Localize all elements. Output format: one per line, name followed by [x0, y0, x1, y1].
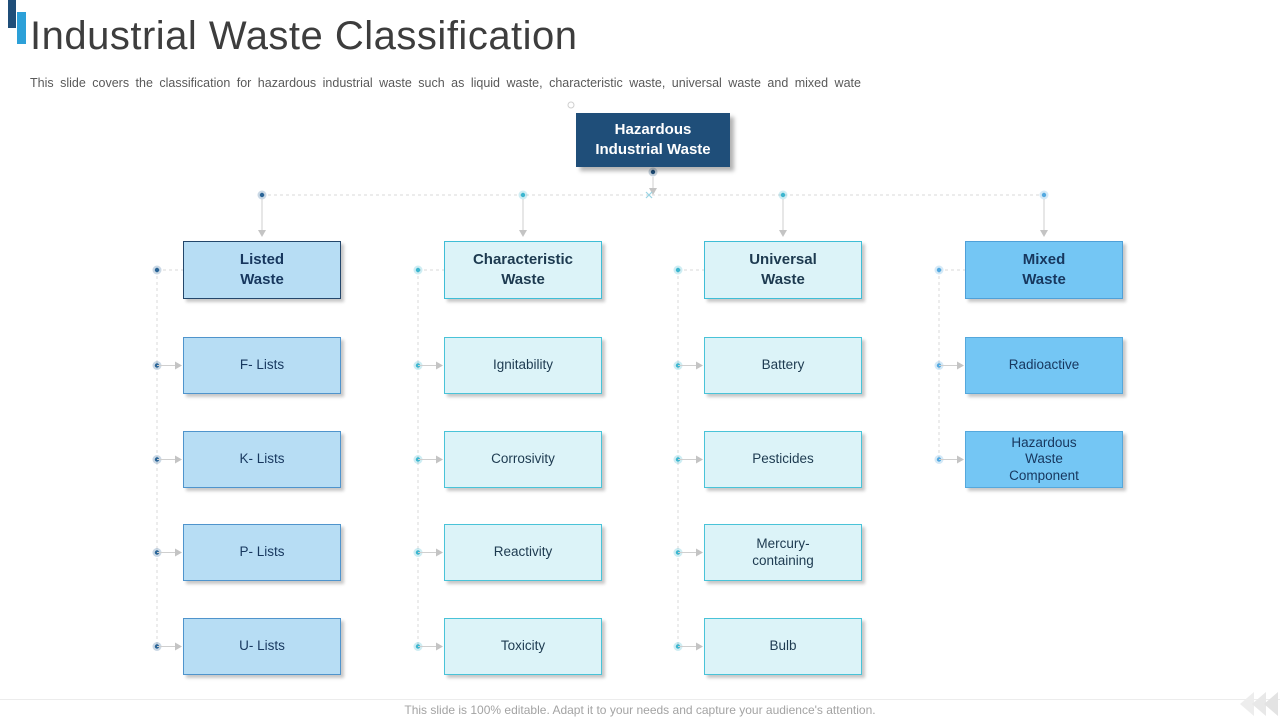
child-node[interactable]: Bulb: [704, 618, 862, 675]
chevron-left-icon: [1252, 692, 1266, 716]
connector-dot-halo: [518, 190, 528, 200]
arrowhead-right-icon: [436, 548, 443, 557]
connector-dot-halo: [152, 642, 162, 651]
arrowhead-right-icon: [696, 361, 703, 370]
child-node[interactable]: P- Lists: [183, 524, 341, 581]
connection-marker: [567, 101, 575, 109]
arrowhead-right-icon: [436, 455, 443, 464]
child-node[interactable]: F- Lists: [183, 337, 341, 394]
connector-dot: [415, 644, 421, 649]
connector-dot: [415, 363, 421, 368]
connector-dot-halo: [152, 361, 162, 370]
connector-dot: [675, 644, 681, 649]
connector-dot: [154, 550, 160, 555]
arrowhead-down-icon: [779, 230, 787, 237]
connector-dot-halo: [673, 361, 683, 370]
arrowhead-right-icon: [696, 642, 703, 651]
connector-dot: [675, 363, 681, 368]
connector-dot: [415, 550, 421, 555]
connector-dot: [780, 192, 786, 198]
child-node[interactable]: Ignitability: [444, 337, 602, 394]
connector-dot: [650, 169, 656, 175]
connector-dot: [154, 363, 160, 368]
connector-dot-halo: [152, 455, 162, 464]
connector-dot-halo: [934, 361, 944, 370]
connector-dot-halo: [778, 190, 788, 200]
connector-dot: [675, 267, 681, 273]
arrowhead-down-icon: [649, 188, 657, 195]
connector-dot: [520, 192, 526, 198]
arrowhead-right-icon: [436, 642, 443, 651]
connector-dot: [675, 457, 681, 462]
root-node-hazardous-industrial-waste[interactable]: Hazardous Industrial Waste: [576, 113, 730, 167]
arrowhead-down-icon: [258, 230, 266, 237]
arrowhead-down-icon: [519, 230, 527, 237]
connector-dot-halo: [648, 167, 658, 177]
connector-dot-halo: [673, 642, 683, 651]
child-node[interactable]: K- Lists: [183, 431, 341, 488]
connector-dot-halo: [673, 455, 683, 464]
connector-dot-halo: [934, 265, 944, 275]
child-node[interactable]: Hazardous Waste Component: [965, 431, 1123, 488]
page-title: Industrial Waste Classification: [30, 14, 578, 58]
connector-dot: [415, 267, 421, 273]
arrowhead-down-icon: [1040, 230, 1048, 237]
connector-dot-halo: [934, 455, 944, 464]
arrowhead-right-icon: [696, 455, 703, 464]
child-node[interactable]: Radioactive: [965, 337, 1123, 394]
connector-dot: [415, 457, 421, 462]
connector-dot-halo: [673, 548, 683, 557]
connector-dot: [675, 550, 681, 555]
chevron-left-icon: [1264, 692, 1278, 716]
child-node[interactable]: Battery: [704, 337, 862, 394]
column-header-node[interactable]: Listed Waste: [183, 241, 341, 299]
connector-dot-halo: [673, 265, 683, 275]
connector-dot-halo: [413, 642, 423, 651]
child-node[interactable]: Pesticides: [704, 431, 862, 488]
connector-dot: [154, 457, 160, 462]
child-node[interactable]: Toxicity: [444, 618, 602, 675]
accent-bar-light: [17, 12, 26, 44]
arrowhead-right-icon: [175, 642, 182, 651]
footer-divider: [0, 699, 1280, 700]
connector-dot-halo: [152, 548, 162, 557]
arrowhead-right-icon: [175, 455, 182, 464]
column-header-node[interactable]: Mixed Waste: [965, 241, 1123, 299]
connector-dot-halo: [152, 265, 162, 275]
arrowhead-right-icon: [436, 361, 443, 370]
column-header-node[interactable]: Characteristic Waste: [444, 241, 602, 299]
child-node[interactable]: Corrosivity: [444, 431, 602, 488]
connector-dot-halo: [413, 265, 423, 275]
connector-dot-halo: [1039, 190, 1049, 200]
accent-bar-dark: [8, 0, 16, 28]
arrowhead-right-icon: [957, 361, 964, 370]
connector-dot-halo: [413, 548, 423, 557]
connector-dot-halo: [413, 361, 423, 370]
child-node[interactable]: Reactivity: [444, 524, 602, 581]
arrowhead-right-icon: [957, 455, 964, 464]
connector-dot: [936, 267, 942, 273]
connector-dot: [154, 267, 160, 273]
connector-dot-halo: [413, 455, 423, 464]
junction-x-marker: [645, 191, 653, 199]
connector-dot: [154, 644, 160, 649]
page-subtitle: This slide covers the classification for…: [30, 76, 861, 90]
child-node[interactable]: U- Lists: [183, 618, 341, 675]
junction-x-marker: [645, 191, 653, 199]
connector-dot-halo: [257, 190, 267, 200]
arrowhead-right-icon: [175, 361, 182, 370]
connector-dot: [936, 363, 942, 368]
connector-dot: [1041, 192, 1047, 198]
footer-note: This slide is 100% editable. Adapt it to…: [404, 703, 876, 717]
connector-dot: [259, 192, 265, 198]
connector-dot: [936, 457, 942, 462]
chevron-left-icon: [1240, 692, 1254, 716]
column-header-node[interactable]: Universal Waste: [704, 241, 862, 299]
child-node[interactable]: Mercury- containing: [704, 524, 862, 581]
arrowhead-right-icon: [696, 548, 703, 557]
arrowhead-right-icon: [175, 548, 182, 557]
